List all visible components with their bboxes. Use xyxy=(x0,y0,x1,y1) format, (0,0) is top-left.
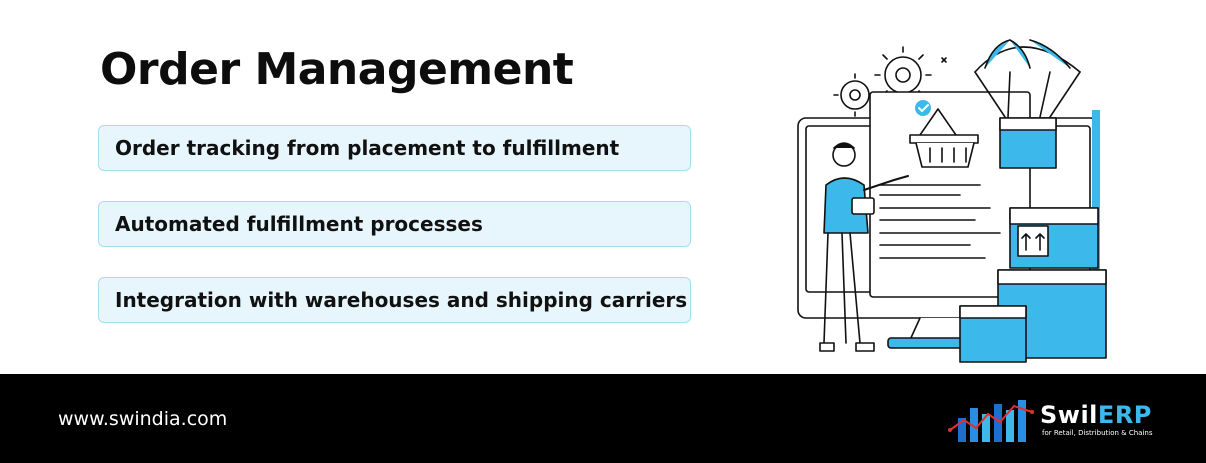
check-icon xyxy=(915,100,931,116)
feature-label: Automated fulfillment processes xyxy=(115,212,483,236)
feature-item-integration: Integration with warehouses and shipping… xyxy=(98,277,691,323)
box-stack xyxy=(959,207,1107,363)
order-fulfillment-illustration xyxy=(797,39,1107,363)
parachute-box-icon xyxy=(974,39,1081,169)
person-figure xyxy=(819,142,909,352)
feature-list: Order tracking from placement to fulfill… xyxy=(98,125,691,353)
feature-label: Order tracking from placement to fulfill… xyxy=(115,136,620,160)
feature-item-order-tracking: Order tracking from placement to fulfill… xyxy=(98,125,691,171)
page-title: Order Management xyxy=(100,44,574,95)
feature-label: Integration with warehouses and shipping… xyxy=(115,288,688,312)
brand-tagline: for Retail, Distribution & Chains xyxy=(1042,429,1153,437)
swilerp-logo xyxy=(948,400,1034,442)
footer: www.swindia.com SwilERP for Retail, Dist… xyxy=(0,374,1206,463)
this-side-up-icon xyxy=(1021,233,1045,251)
brand-name: SwilERP xyxy=(1040,401,1152,429)
gear-icon xyxy=(833,46,947,117)
basket-icon xyxy=(909,108,979,168)
feature-item-automated-fulfillment: Automated fulfillment processes xyxy=(98,201,691,247)
website-link[interactable]: www.swindia.com xyxy=(58,408,228,430)
brand-logo: SwilERP for Retail, Distribution & Chain… xyxy=(948,392,1158,452)
